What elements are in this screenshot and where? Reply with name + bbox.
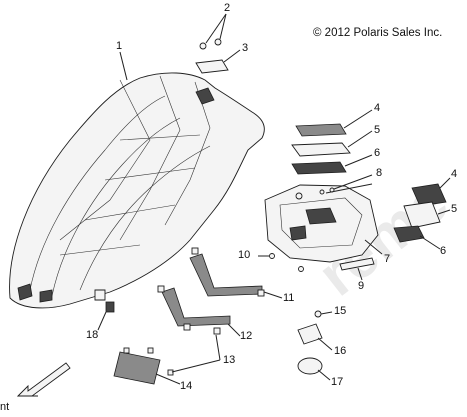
front-arrow [16, 362, 71, 397]
callout-11: 11 [283, 292, 295, 304]
callout-2: 2 [224, 2, 231, 14]
callout-4-right: 4 [451, 168, 458, 180]
callout-9: 9 [358, 280, 365, 292]
console-7 [264, 184, 383, 263]
callout-5: 5 [374, 124, 381, 136]
callout-6: 6 [374, 147, 381, 159]
clip-15 [314, 310, 333, 318]
front-label: nt [0, 401, 10, 413]
trim-11 [189, 247, 283, 299]
screws-2 [199, 13, 227, 50]
badge-18 [97, 301, 115, 331]
trim-12 [157, 285, 241, 337]
callout-5-right: 5 [451, 203, 458, 215]
callout-18: 18 [86, 329, 99, 341]
strip-9 [339, 257, 375, 281]
plate-14 [113, 347, 181, 385]
bracket-3 [195, 49, 241, 74]
callout-13: 13 [223, 354, 236, 366]
copyright-notice: © 2012 Polaris Sales Inc. [313, 27, 443, 39]
callout-6-right: 6 [440, 245, 447, 257]
callout-10: 10 [238, 249, 251, 261]
callout-17: 17 [331, 376, 344, 388]
callout-12: 12 [240, 330, 253, 342]
vent-stack-left [291, 109, 373, 175]
callout-1: 1 [116, 40, 123, 52]
vent-stack-right [393, 177, 451, 250]
ring-17 [297, 357, 331, 381]
callout-14: 14 [180, 380, 193, 392]
callout-16: 16 [334, 345, 347, 357]
callout-15: 15 [334, 305, 347, 317]
fastener-10 [258, 253, 304, 272]
block-16 [297, 323, 333, 351]
callout-7: 7 [384, 253, 391, 265]
hood-assembly [9, 72, 265, 309]
callout-8: 8 [376, 167, 383, 179]
screws-8 [319, 174, 373, 195]
fasteners-13 [147, 334, 221, 376]
callout-3: 3 [242, 42, 249, 54]
callout-4: 4 [374, 102, 381, 114]
